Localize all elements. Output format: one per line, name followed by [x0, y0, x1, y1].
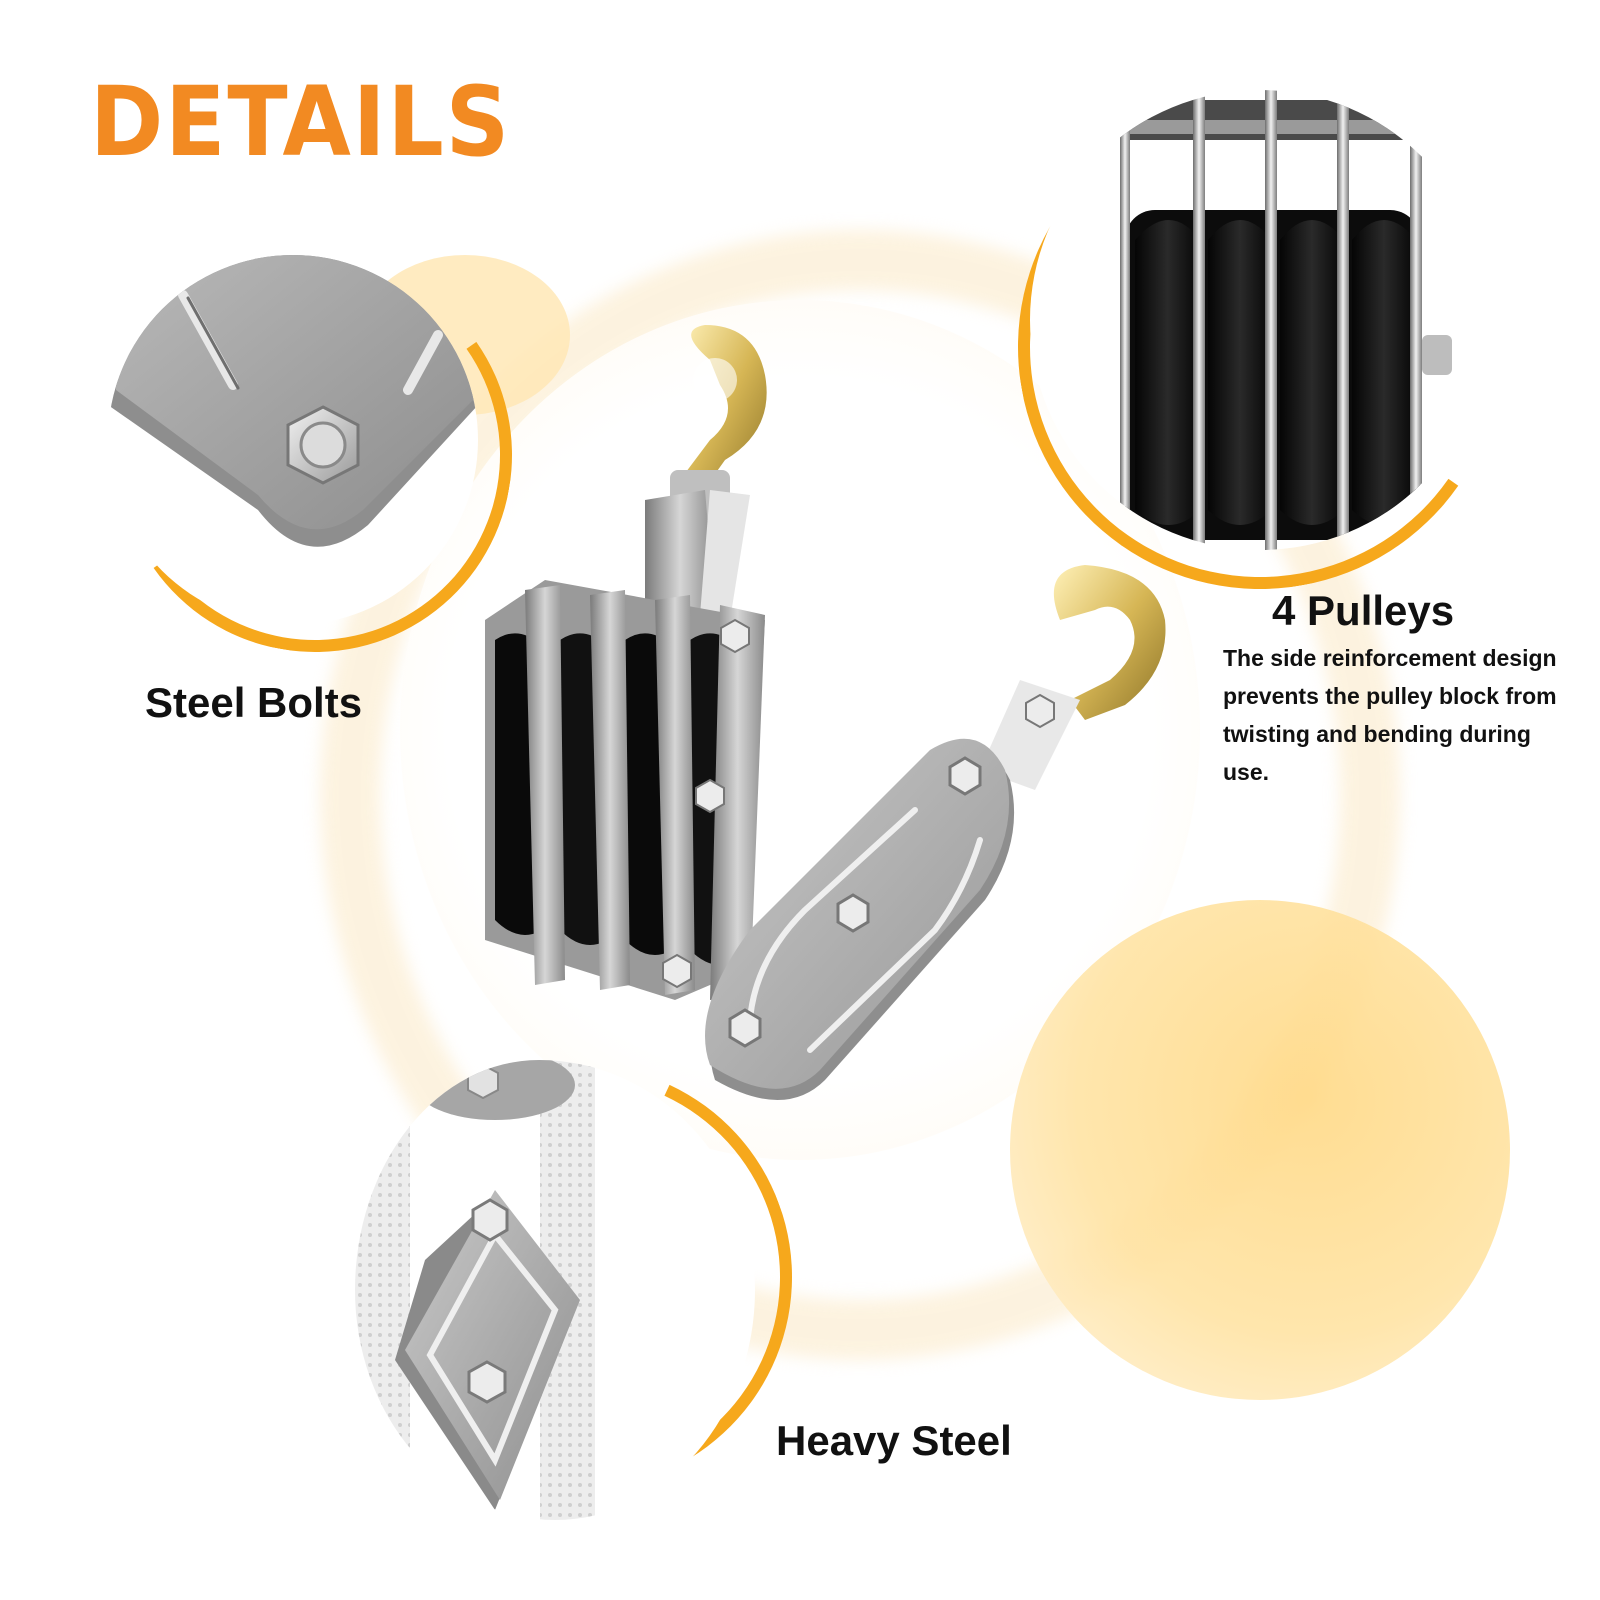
page-title: DETAILS — [90, 66, 512, 178]
four-pulley-closeup — [1110, 90, 1452, 550]
bolts-detail-image — [108, 255, 478, 625]
quad-sheave-block — [485, 580, 765, 1000]
background-blob-bottom — [1010, 900, 1510, 1400]
pulley-block-product — [485, 325, 1166, 1100]
heavy-steel-label: Heavy Steel — [776, 1417, 1012, 1464]
steel-plate-closeup — [108, 255, 478, 547]
single-sheave-block — [705, 565, 1166, 1100]
steel-detail-image — [355, 1060, 755, 1520]
pulleys-detail-image — [1030, 90, 1490, 550]
quad-block-hook — [670, 325, 767, 520]
pulleys-label: 4 Pulleys — [1272, 587, 1455, 634]
pulleys-description: The side reinforcement design prevents t… — [1223, 645, 1557, 785]
steel-bolts-label: Steel Bolts — [145, 679, 363, 726]
